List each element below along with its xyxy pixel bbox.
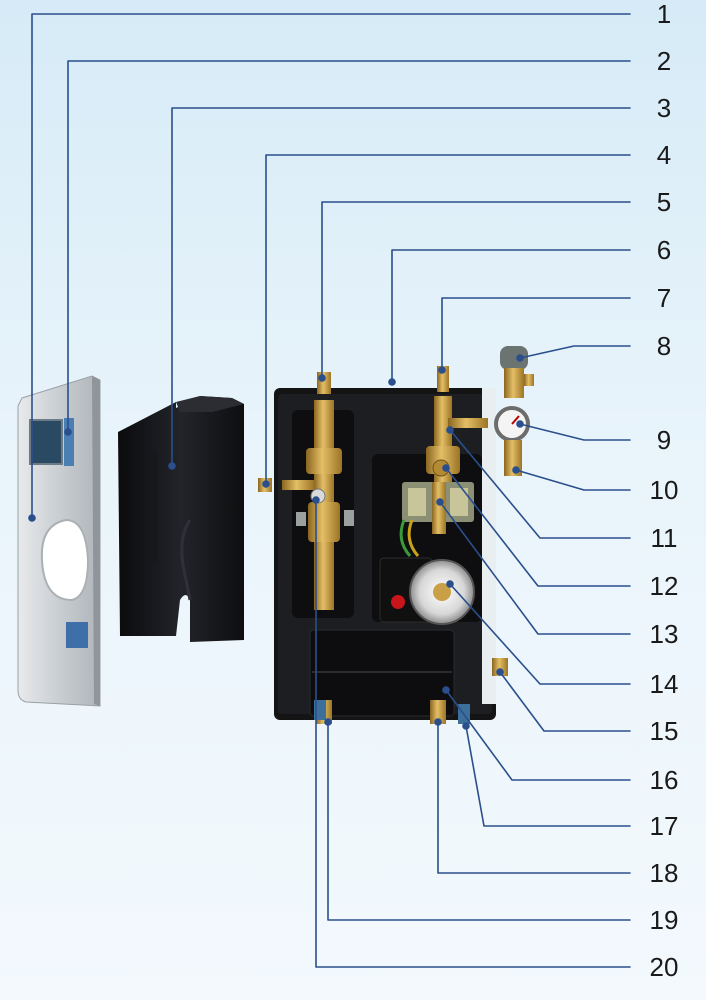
leader-line-4 [265, 154, 631, 485]
leader-dot-3 [168, 462, 176, 470]
leader-line-2 [67, 60, 631, 433]
leader-line-14 [449, 583, 631, 685]
insulation-shell [118, 396, 244, 642]
leader-line-9 [519, 423, 631, 441]
leader-dot-17 [462, 722, 470, 730]
leader-dot-11 [446, 426, 454, 434]
safety-valve-cap [500, 346, 528, 370]
circulation-pump [379, 519, 475, 625]
leader-line-3 [171, 107, 631, 467]
leader-line-8 [519, 345, 631, 359]
solar-controller [17, 375, 101, 707]
callout-number-18: 18 [649, 858, 679, 888]
check-valve-left [308, 502, 340, 542]
callout-number-6: 6 [656, 235, 672, 265]
callout-number-10: 10 [649, 475, 679, 505]
leader-dot-4 [262, 480, 270, 488]
leader-dot-2 [64, 428, 72, 436]
leader-line-18 [437, 721, 631, 874]
callout-number-17: 17 [649, 811, 679, 841]
leader-dot-6 [388, 378, 396, 386]
leader-dot-20 [312, 496, 320, 504]
callout-number-7: 7 [656, 283, 672, 313]
callout-number-4: 4 [656, 140, 672, 170]
leader-line-16 [445, 689, 631, 781]
side-drain-valve [282, 480, 314, 490]
leader-line-12 [445, 467, 631, 587]
callout-leader-lines [28, 13, 631, 968]
leader-line-6 [391, 249, 631, 383]
callout-number-15: 15 [649, 716, 679, 746]
leader-line-7 [441, 297, 631, 371]
leader-line-5 [321, 201, 631, 379]
leader-dot-15 [496, 668, 504, 676]
leader-dot-10 [512, 466, 520, 474]
leader-dot-16 [442, 686, 450, 694]
leader-dot-8 [516, 354, 524, 362]
pump-station-cabinet [274, 388, 496, 720]
callout-number-1: 1 [656, 0, 672, 29]
right-side-fitting [492, 658, 508, 676]
callout-number-20: 20 [649, 952, 679, 982]
safety-group [494, 346, 534, 476]
callout-number-19: 19 [649, 905, 679, 935]
leader-line-17 [465, 725, 631, 827]
leader-line-15 [499, 671, 631, 732]
leader-dot-12 [442, 464, 450, 472]
leader-dot-9 [516, 420, 524, 428]
callout-number-2: 2 [656, 46, 672, 76]
callout-number-5: 5 [656, 187, 672, 217]
callout-number-3: 3 [656, 93, 672, 123]
leader-line-19 [327, 721, 631, 921]
callout-number-11: 11 [650, 523, 678, 553]
leader-dot-7 [438, 366, 446, 374]
leader-line-13 [439, 501, 631, 635]
bottom-left-fitting [314, 700, 326, 720]
safety-connection-pipe [448, 418, 488, 428]
controller-buttons [64, 418, 74, 466]
callout-number-9: 9 [656, 425, 672, 455]
leader-dot-18 [434, 718, 442, 726]
leader-dot-5 [318, 374, 326, 382]
leader-dot-14 [446, 580, 454, 588]
leader-dot-1 [28, 514, 36, 522]
controller-label-plate [66, 622, 88, 648]
callout-number-8: 8 [656, 331, 672, 361]
leader-dot-19 [324, 718, 332, 726]
leader-dot-13 [436, 498, 444, 506]
pump-power-indicator [391, 595, 405, 609]
leader-line-11 [449, 429, 631, 539]
leader-line-1 [31, 13, 631, 519]
callout-number-12: 12 [649, 571, 679, 601]
leader-line-20 [315, 499, 631, 968]
callout-number-14: 14 [649, 669, 679, 699]
controller-knob-cutout [40, 518, 90, 602]
callout-number-13: 13 [649, 619, 679, 649]
safety-valve-body [504, 368, 524, 398]
ball-valve-left [306, 448, 342, 474]
leader-line-10 [515, 469, 631, 491]
callout-number-16: 16 [649, 765, 679, 795]
controller-display [29, 419, 63, 465]
bottom-return-fitting [430, 700, 446, 724]
white-back-panel [482, 388, 496, 704]
